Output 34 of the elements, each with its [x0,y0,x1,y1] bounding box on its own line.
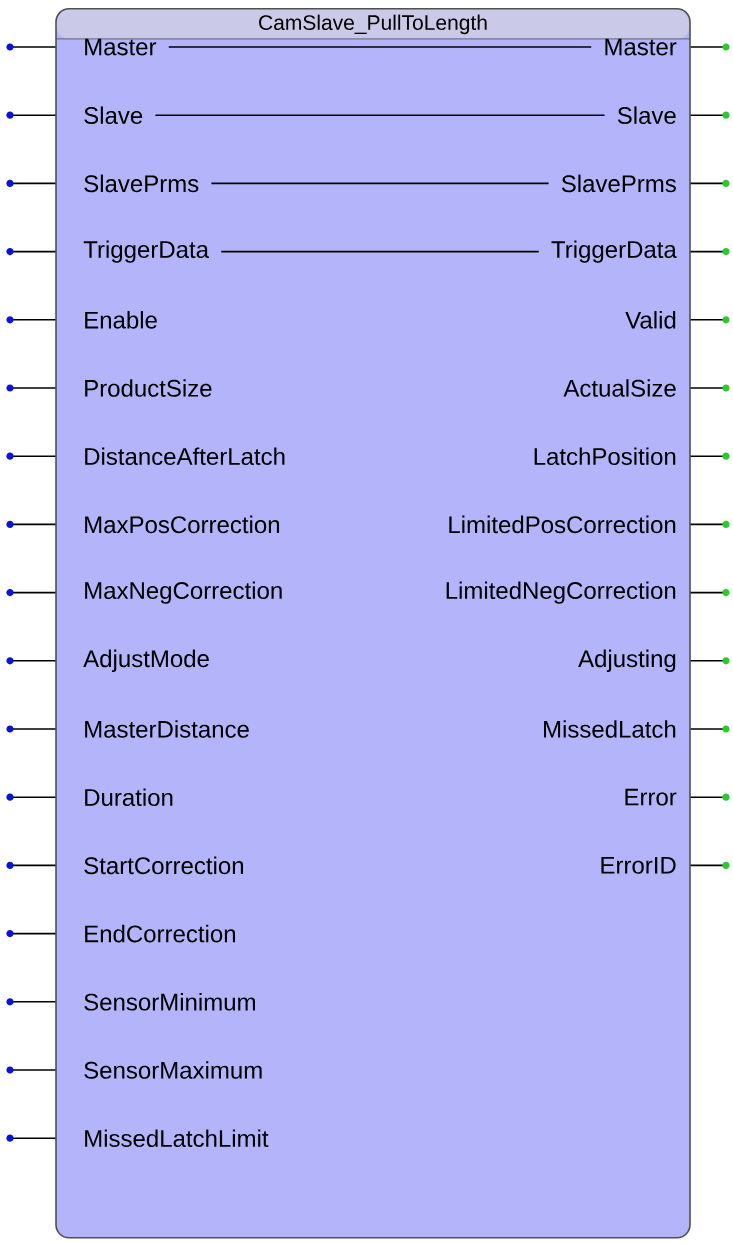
input-pin-label: Enable [85,311,157,329]
input-pin-label: EndCorrection [85,924,236,943]
connection-line [167,46,593,48]
input-pin-label: MaxNegCorrection [85,581,282,604]
connection-line [154,114,606,116]
input-pin-label: DistanceAfterLatch [85,447,285,465]
output-pin-label: ActualSize [563,379,676,397]
input-pin-label: Master [85,38,157,56]
output-pin-label: LimitedNegCorrection [446,581,676,604]
output-pin-label: LimitedPosCorrection [449,515,676,534]
input-pin-label: SensorMaximum [84,1061,262,1079]
output-pin-label: LatchPosition [534,447,676,465]
input-pin-label: Slave [84,106,143,125]
output-pin-label: MissedLatch [544,720,676,738]
connection-line [220,250,540,253]
output-pin-label: Adjusting [578,649,676,672]
output-pin-label: SlavePrms [561,174,676,193]
input-pin-label: ProductSize [85,379,212,397]
input-pin-label: SlavePrms [84,174,199,193]
input-pin-label: AdjustMode [83,649,209,672]
input-pin-label: MasterDistance [85,720,249,738]
input-pin-label: MissedLatchLimit [85,1129,269,1147]
output-pin-label: Valid [625,311,676,329]
input-pin-label: Duration [85,788,173,806]
input-pin-label: TriggerData [83,240,209,263]
input-pin-label: StartCorrection [84,856,243,875]
output-pin-label: Master [605,38,677,56]
output-pin-label: Error [625,788,677,806]
input-pin-label: SensorMinimum [84,993,255,1011]
output-pin-label: TriggerData [551,240,677,263]
input-pin-label: MaxPosCorrection [85,515,279,534]
output-pin-label: ErrorID [601,857,676,874]
connection-line [210,182,550,185]
output-pin-label: Slave [617,106,676,125]
